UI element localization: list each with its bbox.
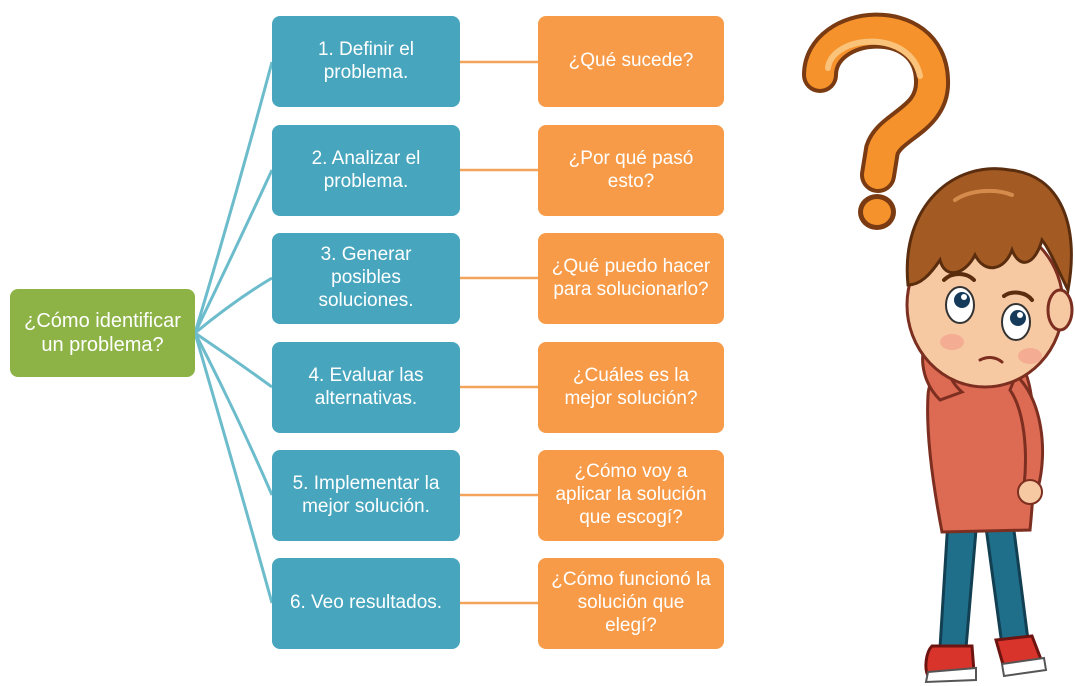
connector-root-step-1	[193, 61, 274, 334]
question-node-1: ¿Qué sucede?	[538, 16, 724, 107]
question-node-6: ¿Cómo funcionó la solución que elegí?	[538, 558, 724, 649]
question-node-5: ¿Cómo voy a aplicar la solución que esco…	[538, 450, 724, 541]
connector-root-step-2	[193, 169, 274, 334]
step-node-2: 2. Analizar el problema.	[272, 125, 460, 216]
connector-root-step-3	[194, 276, 273, 335]
question-mark-icon	[802, 12, 950, 230]
step-node-6: 6. Veo resultados.	[272, 558, 460, 649]
step-node-4: 4. Evaluar las alternativas.	[272, 342, 460, 433]
step-node-3: 3. Generar posibles soluciones.	[272, 233, 460, 324]
thinking-boy-illustration	[802, 12, 1074, 684]
question-node-3: ¿Qué puedo hacer para solucionarlo?	[538, 233, 724, 324]
question-node-4: ¿Cuáles es la mejor solución?	[538, 342, 724, 433]
legs	[938, 513, 1030, 650]
root-node: ¿Cómo identificar un problema?	[10, 289, 195, 377]
boy-head	[905, 167, 1074, 389]
connector-root-step-4	[194, 331, 273, 389]
connector-root-step-5	[193, 332, 274, 496]
step-node-5: 5. Implementar la mejor solución.	[272, 450, 460, 541]
question-node-2: ¿Por qué pasó esto?	[538, 125, 724, 216]
step-node-1: 1. Definir el problema.	[272, 16, 460, 107]
connector-root-step-6	[193, 332, 274, 604]
shoes	[924, 634, 1048, 684]
